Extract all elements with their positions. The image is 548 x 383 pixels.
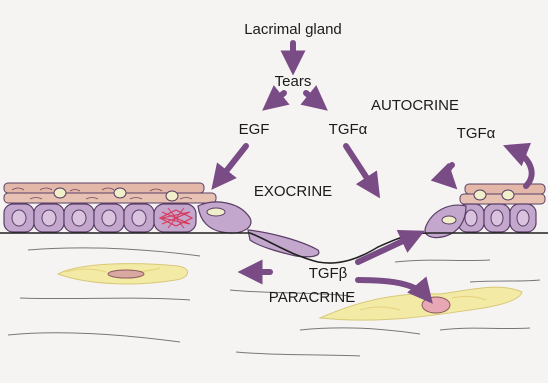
egf-label: EGF: [239, 121, 270, 138]
arrows: [216, 43, 532, 298]
arrow-egf-to-epithelium: [216, 146, 246, 184]
arrow-tears-to-egf: [268, 93, 284, 106]
tears-label: Tears: [275, 73, 312, 90]
autocrine-label: AUTOCRINE: [371, 97, 459, 114]
basal-cell-row: [4, 204, 196, 232]
tgf-beta-label: TGFβ: [309, 265, 348, 282]
lacrimal-gland-label: Lacrimal gland: [244, 21, 342, 38]
paracrine-label: PARACRINE: [269, 289, 355, 306]
tgf-alpha-label: TGFα: [329, 121, 368, 138]
fibroblast-left: [58, 264, 188, 284]
arrow-autocrine-down: [448, 165, 453, 184]
surface-cell-layer: [4, 183, 216, 203]
surface-cell-layer-right: [460, 184, 545, 204]
arrow-autocrine-up: [510, 148, 532, 186]
arrow-tgfa-to-surface: [346, 146, 376, 192]
tgf-alpha-right-label: TGFα: [457, 125, 496, 142]
exocrine-label: EXOCRINE: [254, 183, 332, 200]
basal-cell-row-right: [458, 204, 536, 232]
right-epithelium: [425, 184, 545, 238]
migrating-cells-left: [198, 202, 319, 257]
arrow-tears-to-tgfa: [306, 93, 322, 106]
labels: Lacrimal gland Tears EGF TGFα AUTOCRINE …: [239, 21, 496, 306]
arrow-tgfb-to-right-epithelium: [358, 234, 418, 262]
